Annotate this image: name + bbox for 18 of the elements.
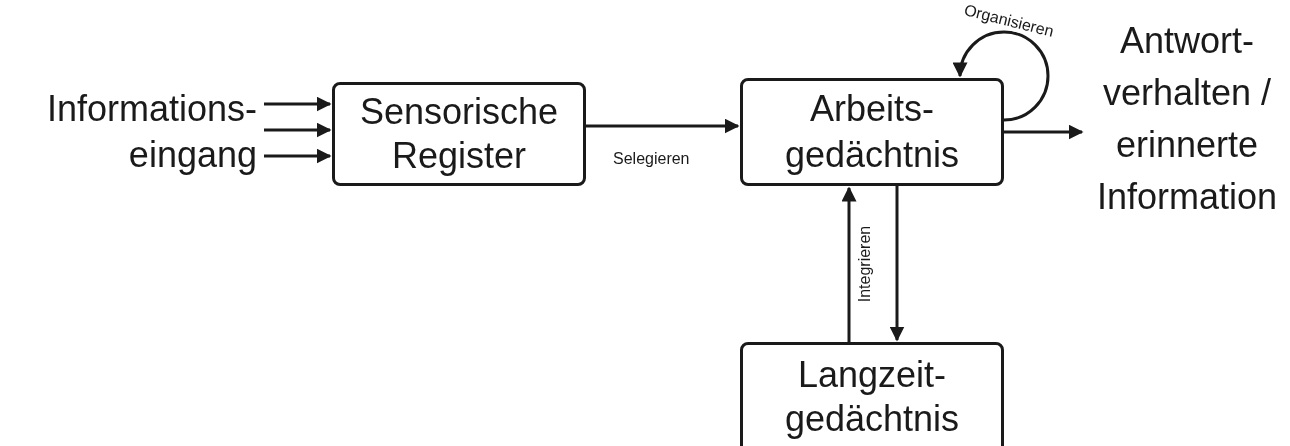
node-text: Informations- eingang bbox=[45, 87, 257, 177]
box-label: Langzeit- gedächtnis bbox=[783, 353, 961, 441]
arrow bbox=[841, 186, 857, 342]
arrow bbox=[889, 186, 905, 342]
arrow bbox=[586, 118, 740, 134]
box-label: Sensorische Register bbox=[358, 90, 560, 178]
box-label: Arbeits- gedächtnis bbox=[783, 87, 961, 177]
edge-label: Integrieren bbox=[856, 224, 875, 304]
process-box bbox=[740, 78, 1004, 186]
arrow bbox=[1004, 124, 1084, 140]
node-text: Antwort- verhalten / erinnerte Information bbox=[1095, 19, 1279, 219]
arrow bbox=[953, 30, 1050, 122]
process-box bbox=[740, 342, 1004, 446]
arrow bbox=[264, 122, 332, 138]
arrow bbox=[264, 96, 332, 112]
arrow bbox=[264, 148, 332, 164]
process-box bbox=[332, 82, 586, 186]
edge-label: Selegieren bbox=[612, 150, 691, 168]
